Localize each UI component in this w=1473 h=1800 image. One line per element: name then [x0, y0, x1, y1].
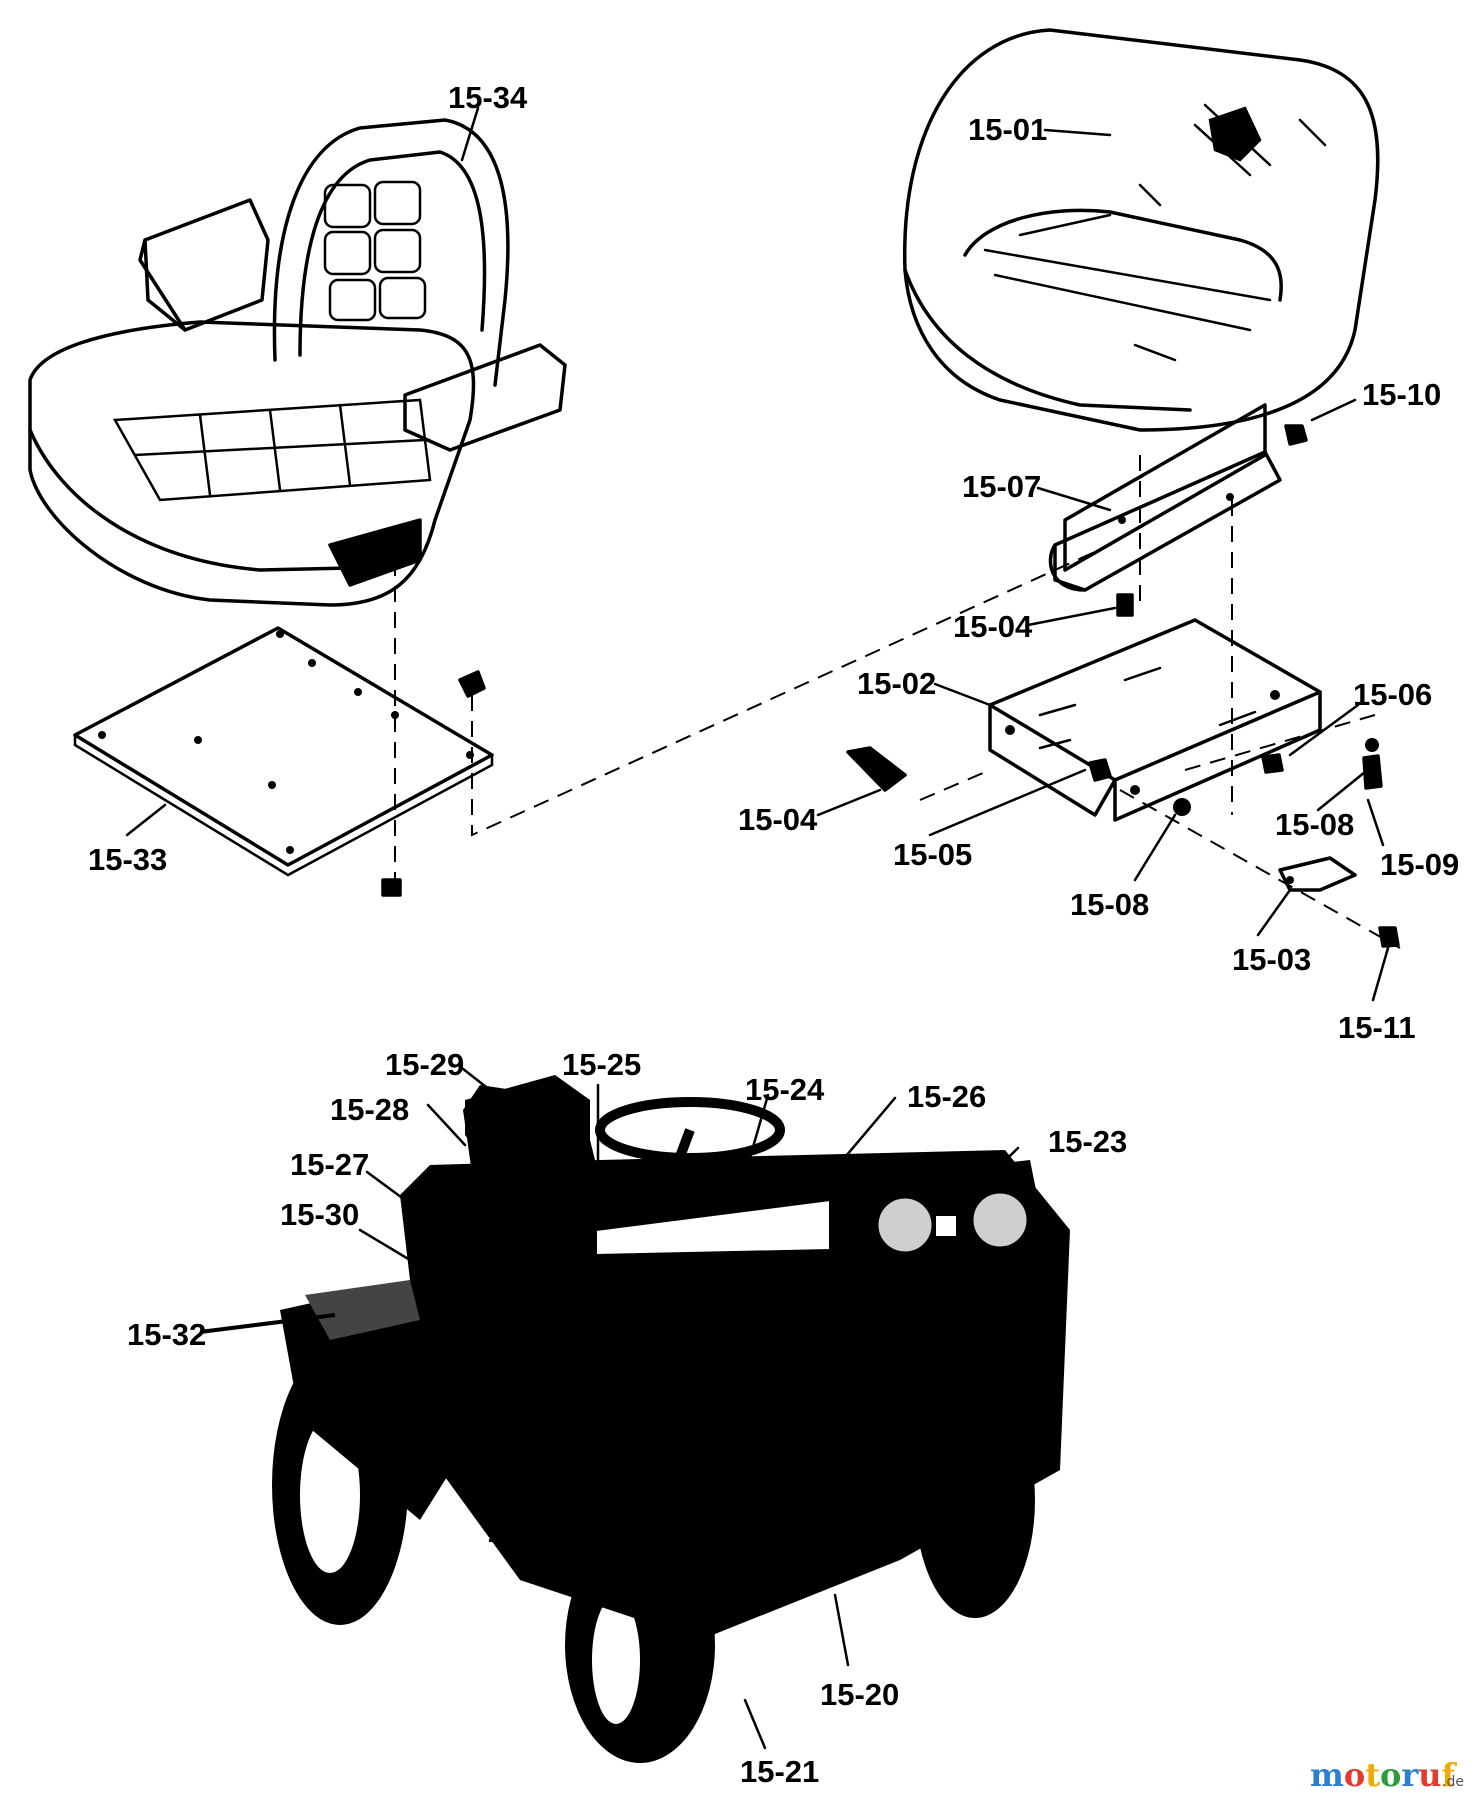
callout-15-23: 15-23: [1048, 1124, 1127, 1159]
callout-15-06: 15-06: [1353, 677, 1432, 712]
callout-15-02: 15-02: [857, 666, 936, 701]
callout-15-01: 15-01: [968, 112, 1047, 147]
callout-15-20: 15-20: [820, 1677, 899, 1712]
callout-15-03: 15-03: [1232, 942, 1311, 977]
callout-15-04-lower: 15-04: [738, 802, 818, 837]
seat-rail-15-07: [1048, 403, 1308, 815]
callout-15-33: 15-33: [88, 842, 167, 877]
callout-15-30: 15-30: [280, 1197, 359, 1232]
callout-15-07: 15-07: [962, 469, 1041, 504]
standard-seat: [902, 28, 1380, 432]
callout-15-28: 15-28: [330, 1092, 409, 1127]
callout-15-09: 15-09: [1380, 847, 1459, 882]
callout-15-24: 15-24: [745, 1072, 825, 1107]
watermark-logo: motoruf .de: [1310, 1756, 1464, 1794]
seat-base-plate: [73, 544, 1111, 897]
deluxe-seat: [28, 118, 567, 607]
watermark-brand: motoruf: [1310, 1756, 1457, 1794]
watermark-suffix: .de: [1442, 1774, 1464, 1790]
callout-15-04-upper: 15-04: [953, 609, 1033, 644]
callout-15-32: 15-32: [127, 1317, 206, 1352]
callout-15-05: 15-05: [893, 837, 972, 872]
callout-labels: 15-34 15-01 15-10 15-07 15-04 15-02 15-0…: [88, 80, 1459, 1789]
callout-15-31: 15-31: [487, 1514, 566, 1549]
callout-15-25: 15-25: [562, 1047, 641, 1082]
callout-15-08-right: 15-08: [1275, 807, 1354, 842]
callout-15-21: 15-21: [740, 1754, 819, 1789]
callout-15-29: 15-29: [385, 1047, 464, 1082]
callout-15-08-left: 15-08: [1070, 887, 1149, 922]
callout-15-10: 15-10: [1362, 377, 1441, 412]
callout-15-26: 15-26: [907, 1079, 986, 1114]
callout-15-11: 15-11: [1338, 1010, 1416, 1045]
callout-15-34: 15-34: [448, 80, 528, 115]
callout-15-27: 15-27: [290, 1147, 369, 1182]
seat-bracket-15-02: [846, 618, 1401, 949]
tractor-silhouette: [199, 1075, 1070, 1763]
leader-lines: [125, 106, 1390, 1750]
